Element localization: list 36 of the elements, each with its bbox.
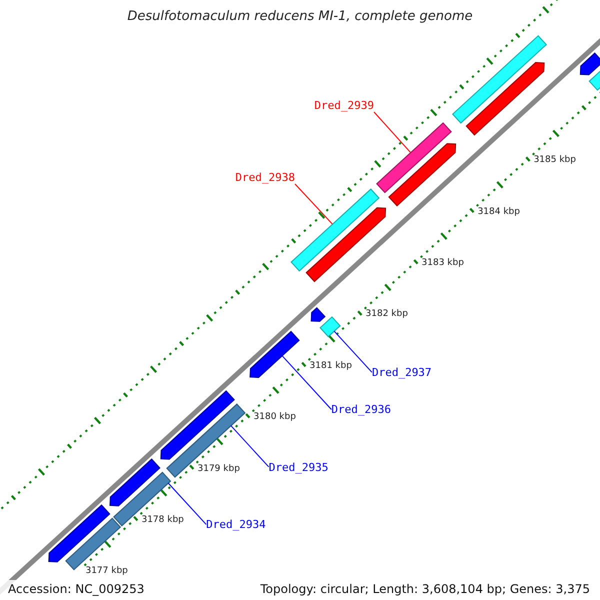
scale-label: 3179 kbp bbox=[198, 464, 240, 474]
gene-bar bbox=[48, 504, 110, 562]
scale-label: 3183 kbp bbox=[422, 258, 464, 268]
gene-bar bbox=[452, 35, 547, 124]
scale-label: 3178 kbp bbox=[141, 514, 184, 525]
gene-bar bbox=[250, 330, 300, 378]
scale-label: 3184 kbp bbox=[478, 206, 520, 217]
gene-bar bbox=[466, 62, 545, 136]
title: Desulfotomaculum reducens MI-1, complete genome bbox=[126, 9, 474, 24]
scale-label: 3185 kbp bbox=[534, 155, 576, 166]
leader-line bbox=[334, 330, 372, 373]
scale-label: 3182 kbp bbox=[366, 309, 408, 320]
gene-label: Dred_2938 bbox=[235, 171, 295, 184]
gene-bar bbox=[109, 458, 160, 506]
gene-bar bbox=[306, 207, 386, 282]
gene-bar bbox=[388, 143, 456, 207]
gene-bar bbox=[580, 52, 600, 76]
leader-line bbox=[374, 112, 411, 153]
gene-label: Dred_2939 bbox=[314, 99, 374, 112]
gene-bar bbox=[290, 188, 380, 272]
leader-line bbox=[282, 355, 332, 410]
leader-line bbox=[168, 482, 207, 525]
scale-label: 3177 kbp bbox=[85, 566, 128, 576]
gene-bar bbox=[160, 390, 235, 460]
gene-bar bbox=[166, 403, 246, 478]
gene-label: Dred_2935 bbox=[268, 460, 328, 474]
leader-line bbox=[294, 184, 333, 225]
gene-bar bbox=[319, 316, 341, 338]
scale-label: 3180 kbp bbox=[254, 412, 296, 422]
gene-bar bbox=[310, 307, 326, 322]
scale-label: 3181 kbp bbox=[310, 360, 352, 371]
gene-bar bbox=[376, 122, 452, 194]
gene-label: Dred_2937 bbox=[372, 366, 432, 380]
gene-label: Dred_2936 bbox=[331, 403, 392, 416]
genome-info-text: Topology: circular; Length: 3,608,104 bp; Genes: 3,375 bbox=[260, 582, 590, 596]
gene-label: Dred_2934 bbox=[206, 518, 266, 532]
